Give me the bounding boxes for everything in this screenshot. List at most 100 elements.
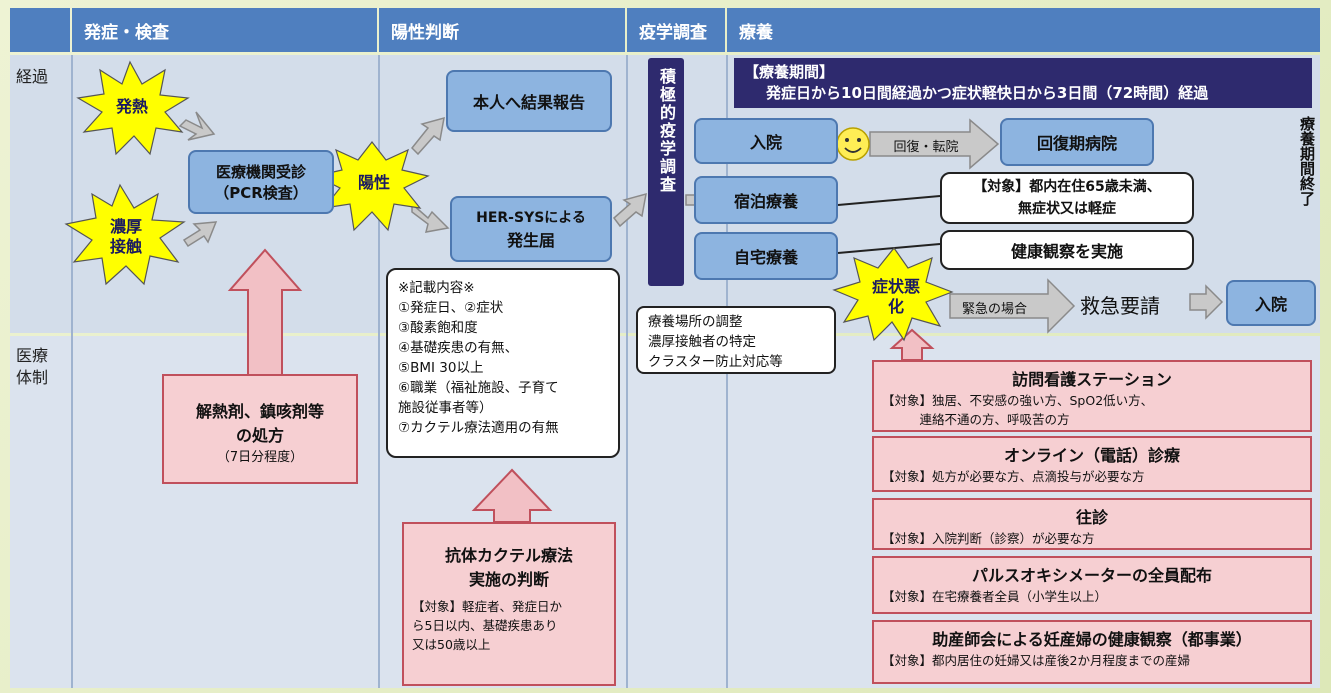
service-text: 【対象】独居、不安感の強い方、SpO2低い方、 <box>882 393 1154 408</box>
arrow <box>182 221 218 248</box>
self-report-label: 本人へ結果報告 <box>472 93 585 112</box>
epi-vertical-label: 積極的疫学調査 <box>657 68 676 194</box>
antipyretic-line1: 解熱剤、鎮咳剤等 <box>195 402 324 421</box>
clinic-line1: 医療機関受診 <box>215 163 306 181</box>
epi-callout: 療養場所の調整 濃厚接触者の特定 クラスター防止対応等 <box>636 306 836 374</box>
antibody-text: ら5日以内、基礎疾患あり <box>412 618 558 633</box>
antipyretic-box: 解熱剤、鎮咳剤等 の処方 （7日分程度） <box>162 374 358 484</box>
arrow <box>869 118 1000 170</box>
row-label-medical: 医療体制 <box>16 346 49 387</box>
hotel-note-line1: 【対象】都内在住65歳未満、 <box>973 179 1161 195</box>
row-label-course: 経過 <box>16 67 49 86</box>
period-title: 【療養期間】 <box>744 63 835 81</box>
smiley-icon <box>836 127 870 161</box>
service-text: 【対象】都内居住の妊婦又は産後2か月程度までの産婦 <box>882 653 1190 668</box>
record-item: 施設従事者等） <box>398 400 493 416</box>
arrow <box>612 192 647 228</box>
arrow <box>410 116 445 156</box>
header-onset: 発症・検査 <box>72 8 377 52</box>
hospital2-box: 入院 <box>1226 280 1316 326</box>
hospital-label: 入院 <box>749 133 782 152</box>
home-note: 健康観察を実施 <box>940 230 1194 270</box>
emergency-label: 緊急の場合 <box>962 302 1028 317</box>
record-callout: ※記載内容※ ①発症日、②症状 ③酸素飽和度 ④基礎疾患の有無、 ⑤BMI 30… <box>386 268 620 458</box>
service-box-house-call: 往診 【対象】入院判断（診察）が必要な方 <box>872 498 1312 550</box>
record-item: ①発症日、②症状 <box>398 300 504 316</box>
epi-callout-item: クラスター防止対応等 <box>648 354 783 370</box>
header-blank <box>10 8 70 52</box>
record-item: ④基礎疾患の有無、 <box>398 340 519 356</box>
antipyretic-sub: （7日分程度） <box>216 450 304 465</box>
callout-line <box>837 195 941 206</box>
recovery-label: 回復・転院 <box>893 140 959 155</box>
service-text: 【対象】在宅療養者全員（小学生以上） <box>882 589 1108 604</box>
up-arrow <box>471 468 553 523</box>
service-title: 往診 <box>1075 508 1108 527</box>
fever-star <box>76 60 190 156</box>
contact-star-label: 濃厚接触 <box>109 217 142 256</box>
fever-star-label: 発熱 <box>115 97 148 116</box>
recovery-hospital-box: 回復期病院 <box>1000 118 1154 166</box>
clinic-line2: （PCR検査） <box>214 184 308 202</box>
arrow <box>411 202 450 233</box>
hotel-box: 宿泊療養 <box>694 176 838 224</box>
callout-line <box>837 243 941 254</box>
home-label: 自宅療養 <box>733 248 798 267</box>
worsening-star-label: 症状悪化 <box>872 277 921 316</box>
up-arrow <box>889 328 935 361</box>
hospital-box: 入院 <box>694 118 838 164</box>
hotel-label: 宿泊療養 <box>733 192 798 211</box>
service-title: 訪問看護ステーション <box>1012 370 1172 389</box>
up-arrow <box>227 248 303 376</box>
recovery-hospital-label: 回復期病院 <box>1036 134 1117 153</box>
header-epidemiology: 疫学調査 <box>627 8 725 52</box>
antibody-text: 【対象】軽症者、発症日か <box>412 599 563 614</box>
hotel-note-line2: 無症状又は軽症 <box>1018 201 1116 217</box>
header-care-label: 療養 <box>739 22 773 43</box>
service-box-online: オンライン（電話）診療 【対象】処方が必要な方、点滴投与が必要な方 <box>872 436 1312 492</box>
record-title: ※記載内容※ <box>398 280 475 296</box>
header-onset-label: 発症・検査 <box>84 22 169 43</box>
antibody-text: 又は50歳以上 <box>412 637 491 652</box>
home-box: 自宅療養 <box>694 232 838 280</box>
hersys-box: HER-SYSによる 発生届 <box>450 196 612 262</box>
hersys-line2: 発生届 <box>506 231 555 250</box>
record-item: ⑥職業（福祉施設、子育て <box>398 380 559 396</box>
positive-star-label: 陽性 <box>357 173 390 192</box>
contact-star <box>64 183 186 286</box>
epi-callout-item: 濃厚接触者の特定 <box>648 334 756 350</box>
service-box-visiting-nurse: 訪問看護ステーション 【対象】独居、不安感の強い方、SpO2低い方、 連絡不通の… <box>872 360 1312 432</box>
column-divider <box>71 55 73 688</box>
service-text: 連絡不通の方、呼吸苦の方 <box>882 412 1070 427</box>
arrow <box>178 111 216 141</box>
arrow <box>949 278 1076 334</box>
ambulance-label: 救急要請 <box>1080 294 1160 318</box>
record-item: ⑤BMI 30以上 <box>398 360 484 376</box>
period-end-label: 療養期間終了 <box>1298 116 1316 206</box>
antibody-line2: 実施の判断 <box>468 570 549 589</box>
hotel-note: 【対象】都内在住65歳未満、 無症状又は軽症 <box>940 172 1194 224</box>
antibody-line1: 抗体カクテル療法 <box>444 546 573 565</box>
service-text: 【対象】入院判断（診察）が必要な方 <box>882 531 1095 546</box>
header-care: 療養 <box>727 8 1320 52</box>
period-text: 発症日から10日間経過かつ症状軽快日から3日間（72時間）経過 <box>766 84 1209 102</box>
positive-star <box>314 141 430 232</box>
period-banner: 【療養期間】 発症日から10日間経過かつ症状軽快日から3日間（72時間）経過 <box>734 58 1312 108</box>
column-divider <box>626 55 628 688</box>
hospital2-label: 入院 <box>1254 295 1287 314</box>
service-text: 【対象】処方が必要な方、点滴投与が必要な方 <box>882 469 1145 484</box>
home-note-label: 健康観察を実施 <box>1010 242 1123 261</box>
antibody-box: 抗体カクテル療法 実施の判断 【対象】軽症者、発症日か ら5日以内、基礎疾患あり… <box>402 522 616 686</box>
record-item: ⑦カクテル療法適用の有無 <box>398 420 559 436</box>
column-divider <box>378 55 380 688</box>
service-title: オンライン（電話）診療 <box>1003 446 1180 465</box>
service-box-midwife: 助産師会による妊産婦の健康観察（都事業） 【対象】都内居住の妊婦又は産後2か月程… <box>872 620 1312 684</box>
record-item: ③酸素飽和度 <box>398 320 478 336</box>
self-report-box: 本人へ結果報告 <box>446 70 612 132</box>
arrow <box>1189 284 1224 320</box>
epi-bar: 積極的疫学調査 <box>648 58 684 286</box>
worsening-star <box>832 246 954 342</box>
header-positive-label: 陽性判断 <box>391 22 459 43</box>
